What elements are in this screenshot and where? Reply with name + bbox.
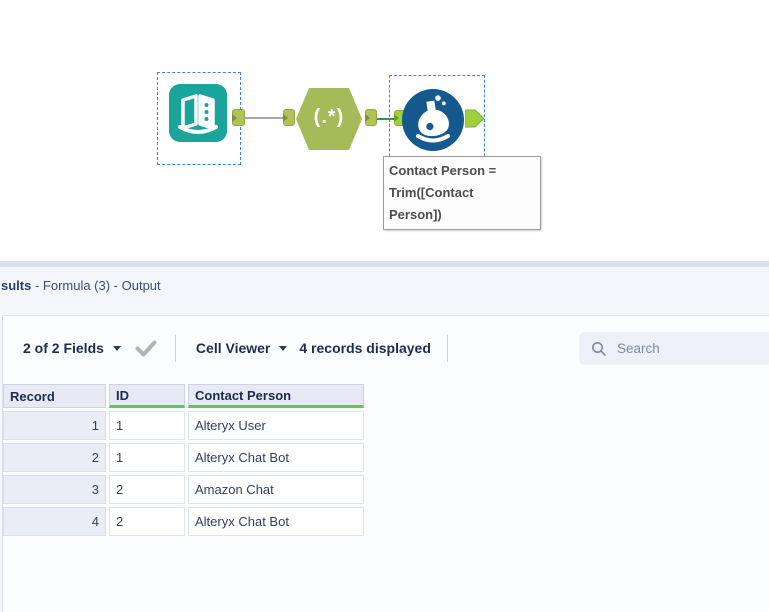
fields-dropdown[interactable]: 2 of 2 Fields	[23, 340, 121, 356]
annotation-line: Contact Person =	[389, 163, 497, 178]
toolbar-divider	[174, 334, 176, 362]
search-input[interactable]	[615, 340, 739, 357]
record-number-cell[interactable]: 2	[3, 443, 106, 472]
results-title-bold: sults	[1, 278, 32, 293]
input-data-tool-icon[interactable]	[169, 84, 227, 142]
records-displayed-count: 4 records displayed	[299, 340, 431, 356]
regex-tool-icon[interactable]	[295, 87, 363, 151]
table-cell[interactable]: Alteryx Chat Bot	[188, 443, 364, 472]
results-pane-title: sults - Formula (3) - Output	[1, 278, 161, 293]
column-header-id[interactable]: ID	[109, 384, 185, 408]
formula-tool-icon[interactable]	[402, 89, 464, 151]
search-box[interactable]	[579, 332, 769, 365]
table-cell[interactable]: Amazon Chat	[188, 475, 364, 504]
table-cell[interactable]: Alteryx User	[188, 411, 364, 440]
record-number-cell[interactable]: 4	[3, 507, 106, 536]
output-anchor-icon[interactable]	[465, 107, 484, 130]
column-header-record[interactable]: Record	[3, 384, 106, 408]
regex-tool-label: (.*)	[313, 105, 345, 128]
toolbar-divider	[446, 334, 448, 362]
pane-splitter[interactable]	[0, 261, 769, 267]
workflow-canvas[interactable]: (.*) Contact Person = Trim([Contact Pers…	[0, 0, 769, 261]
chevron-down-icon	[279, 345, 288, 351]
fields-dropdown-label: 2 of 2 Fields	[23, 340, 104, 356]
connection-wire[interactable]	[245, 117, 283, 119]
results-toolbar: 2 of 2 Fields Cell Viewer 4 records disp…	[3, 316, 769, 380]
cell-viewer-label: Cell Viewer	[195, 340, 271, 356]
annotation-line: Trim([Contact	[389, 185, 474, 200]
formula-annotation[interactable]: Contact Person = Trim([Contact Person])	[383, 156, 541, 230]
record-number-cell[interactable]: 3	[3, 475, 106, 504]
input-anchor-icon[interactable]	[283, 109, 295, 126]
column-header-contact-person[interactable]: Contact Person	[188, 384, 364, 408]
table-cell[interactable]: 2	[109, 475, 185, 504]
data-quality-check-button[interactable]	[135, 340, 157, 357]
results-pane: sults - Formula (3) - Output 2 of 2 Fiel…	[0, 267, 769, 612]
results-table: Record ID Contact Person 1 1 Alteryx Use…	[3, 384, 364, 536]
output-anchor-icon[interactable]	[365, 109, 377, 126]
table-cell[interactable]: 2	[109, 507, 185, 536]
connection-wire-selected[interactable]	[377, 118, 395, 120]
table-cell[interactable]: 1	[109, 411, 185, 440]
chevron-down-icon	[112, 345, 121, 351]
output-anchor-icon[interactable]	[232, 109, 245, 126]
check-icon	[135, 340, 157, 356]
results-title-rest: - Formula (3) - Output	[31, 278, 161, 293]
table-cell[interactable]: 1	[109, 443, 185, 472]
results-panel: 2 of 2 Fields Cell Viewer 4 records disp…	[2, 315, 769, 612]
search-icon	[592, 341, 606, 356]
annotation-line: Person])	[389, 207, 442, 222]
table-cell[interactable]: Alteryx Chat Bot	[188, 507, 364, 536]
cell-viewer-dropdown[interactable]: Cell Viewer	[195, 340, 288, 356]
record-number-cell[interactable]: 1	[3, 411, 106, 440]
